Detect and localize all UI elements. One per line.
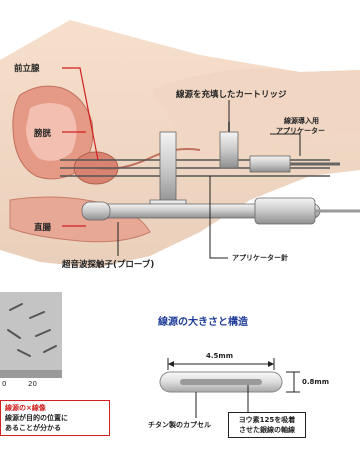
label-probe: 超音波探触子(プローブ): [62, 258, 154, 270]
xray-tick-left: 0: [2, 380, 6, 388]
note-line-3: あることが分かる: [5, 423, 105, 433]
diameter-label: 0.8mm: [302, 378, 329, 386]
label-needle: アプリケーター針: [232, 253, 288, 263]
applicator-body: [250, 156, 290, 172]
capsule-label: チタン製のカプセル: [148, 420, 211, 430]
cartridge-body: [220, 132, 238, 168]
label-prostate: 前立腺: [14, 62, 40, 74]
length-label: 4.5mm: [206, 352, 233, 360]
label-bladder: 膀胱: [34, 127, 51, 139]
seed-core: [180, 379, 262, 385]
core-line-1: ヨウ素125を吸着: [232, 415, 302, 425]
detail-title: 線源の大きさと構造: [158, 313, 248, 328]
label-rectum: 直腸: [34, 221, 51, 233]
label-applicator-2: アプリケーター: [276, 126, 325, 136]
probe-grip: [255, 198, 315, 224]
xray-image: [0, 292, 62, 378]
label-applicator: 線源導入用: [284, 116, 319, 126]
probe-tip: [82, 202, 110, 220]
xray-tick-right: 20: [28, 380, 37, 388]
length-arrow-left: [168, 361, 174, 367]
core-line-2: させた銀線の軸線: [232, 425, 302, 435]
label-cartridge: 線源を充填したカートリッジ: [176, 88, 287, 100]
note-line-2: 線源が目的の位置に: [5, 413, 105, 423]
xray-scale-bar: [0, 370, 62, 378]
xray-note-box: 線源の×線像 線源が目的の位置に あることが分かる: [0, 400, 110, 436]
note-line-1: 線源の×線像: [5, 403, 105, 413]
length-arrow-right: [268, 361, 274, 367]
template-block: [160, 132, 176, 206]
core-label-box: ヨウ素125を吸着 させた銀線の軸線: [228, 412, 306, 438]
